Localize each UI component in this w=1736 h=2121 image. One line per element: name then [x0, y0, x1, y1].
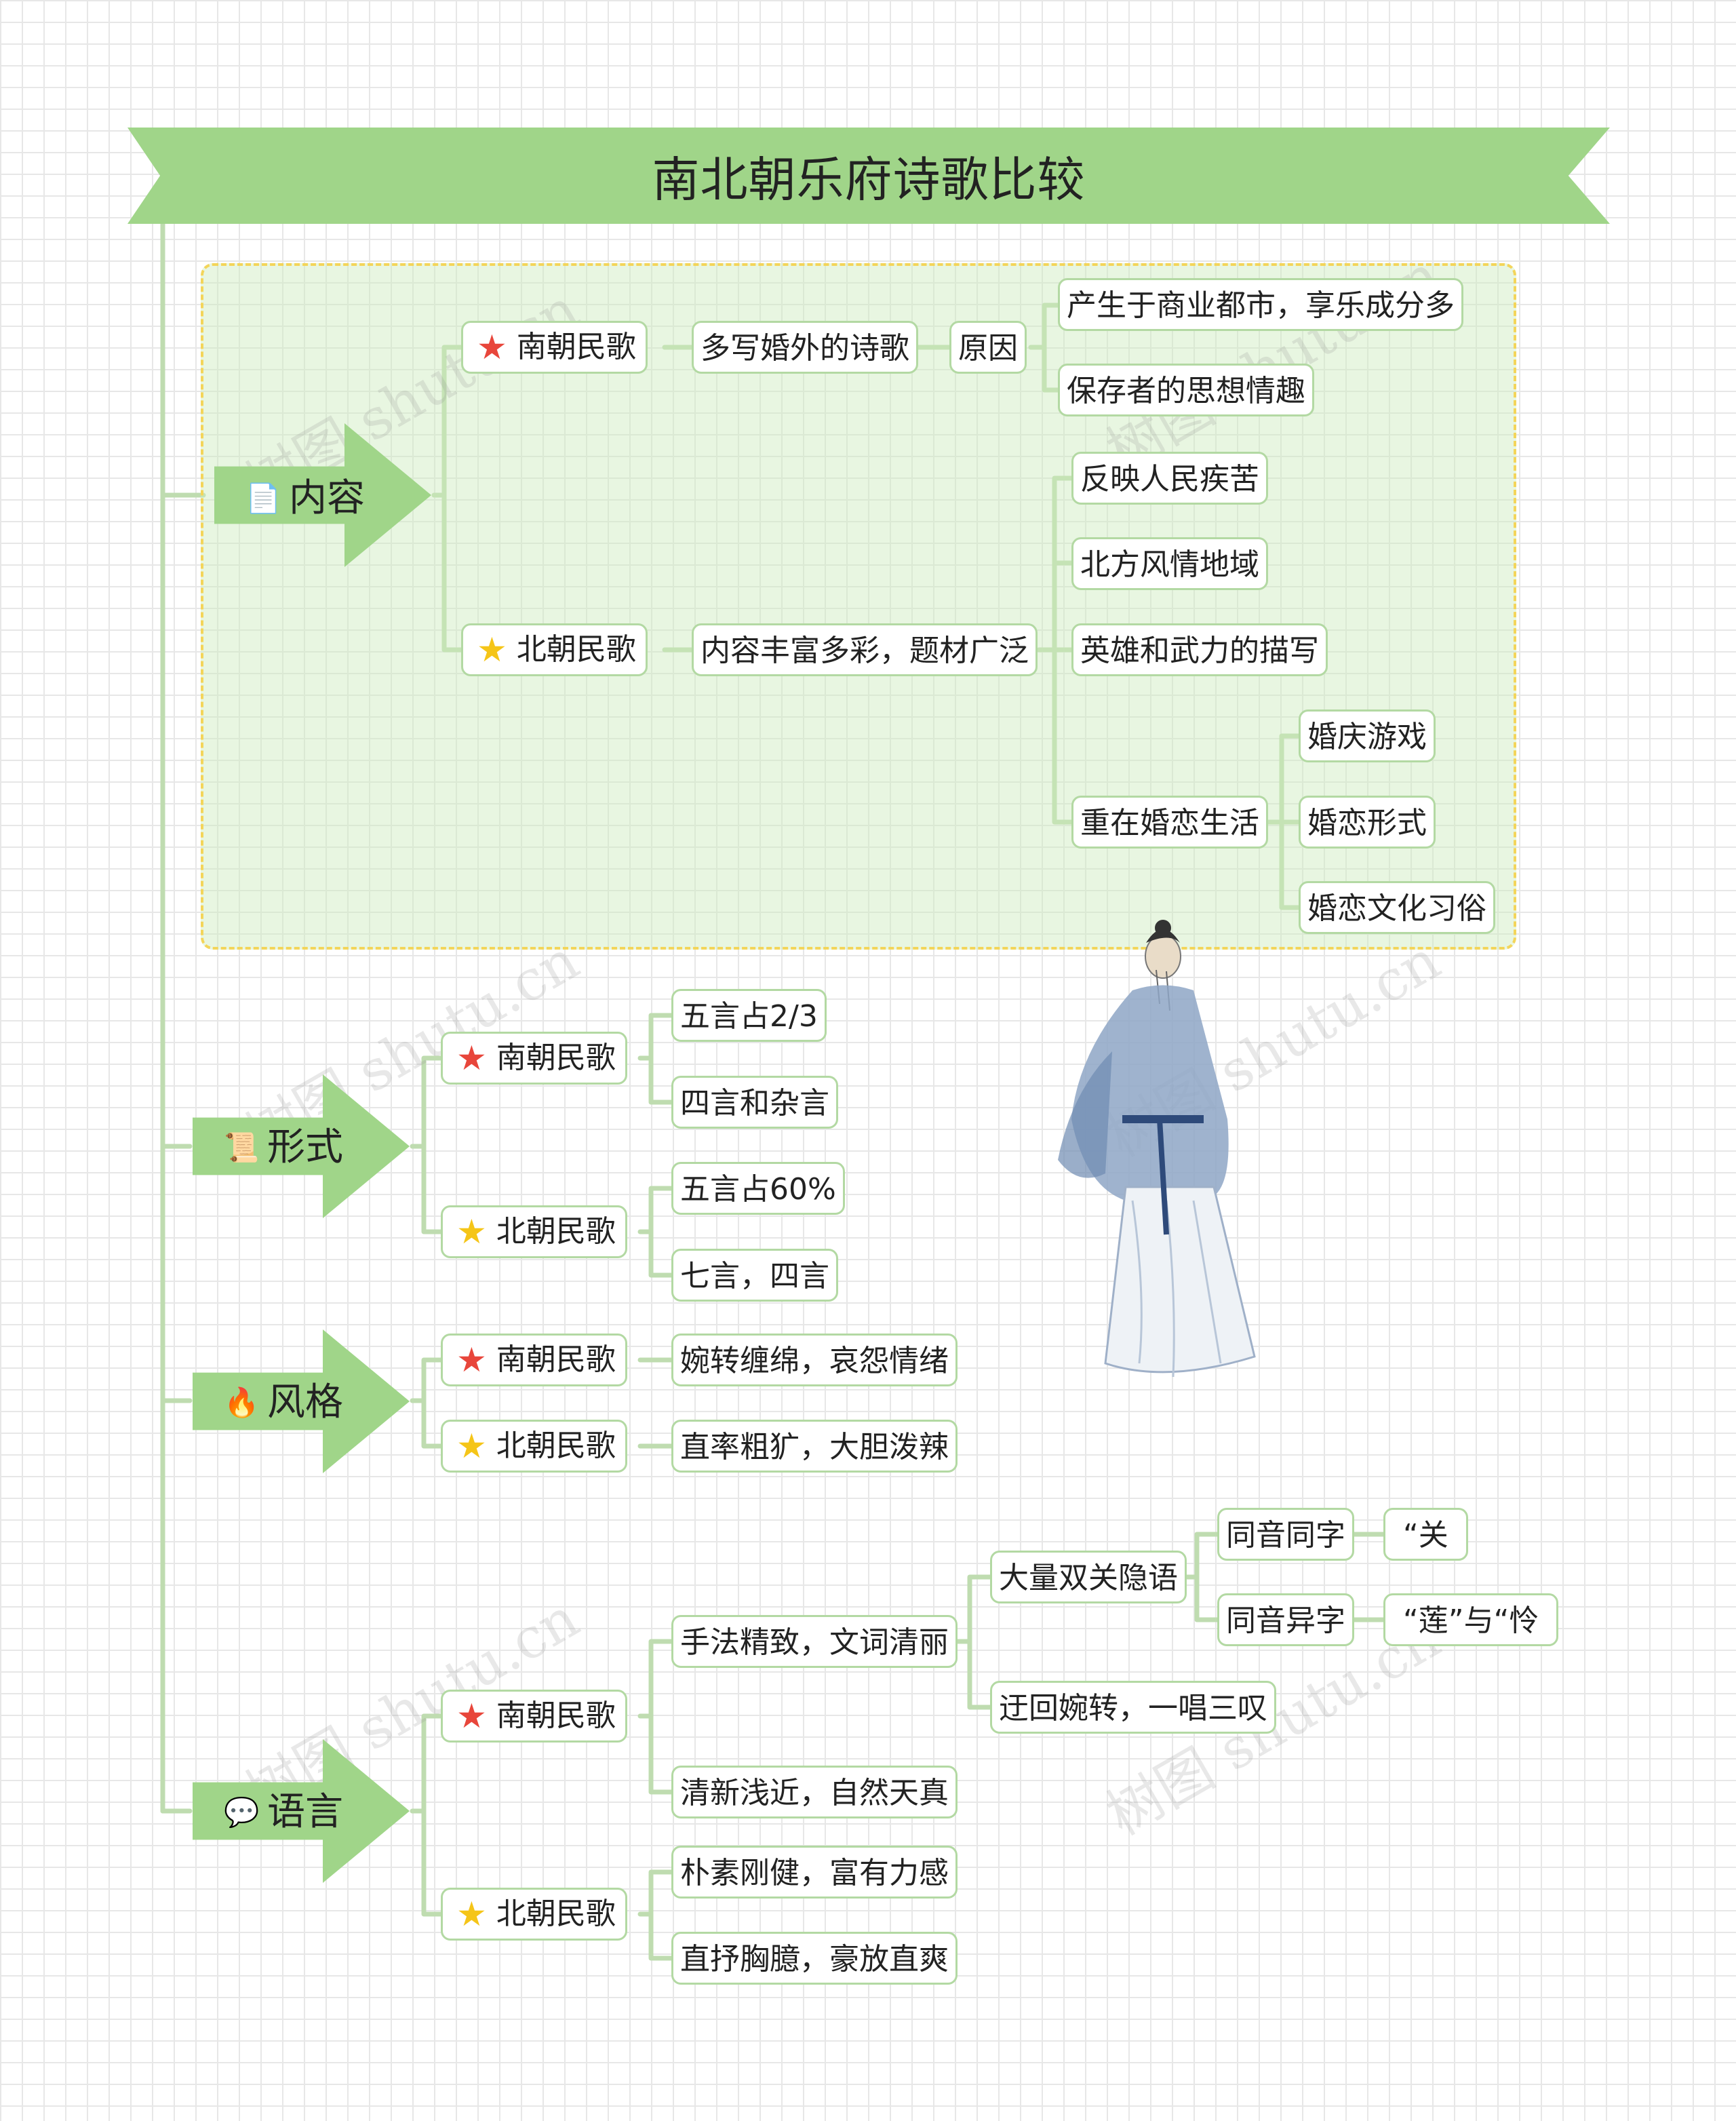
category-style[interactable]: 🔥 风格: [224, 1376, 343, 1430]
gold-star-icon: ★: [456, 1212, 487, 1251]
category-label: 语言: [267, 1790, 343, 1834]
form-north-node[interactable]: ★ 北朝民歌: [441, 1205, 627, 1258]
node-label: 北朝民歌: [516, 632, 636, 667]
node-label: 北朝民歌: [496, 1214, 616, 1249]
language-same-char[interactable]: 同音同字: [1217, 1508, 1354, 1561]
red-star-icon: ★: [456, 1038, 487, 1078]
scholar-figure-illustration: [1058, 920, 1256, 1378]
content-south-reason-item[interactable]: 保存者的思想情趣: [1058, 364, 1314, 416]
content-love-item[interactable]: 婚恋形式: [1299, 796, 1436, 849]
fire-icon: 🔥: [224, 1386, 260, 1419]
language-south-detail[interactable]: 清新浅近，自然天真: [671, 1766, 958, 1818]
content-north-item[interactable]: 反映人民疾苦: [1071, 452, 1268, 505]
content-north-item[interactable]: 英雄和武力的描写: [1071, 623, 1328, 676]
node-label: 北朝民歌: [496, 1896, 616, 1931]
content-north-item[interactable]: 重在婚恋生活: [1071, 796, 1268, 849]
category-content[interactable]: 📄 内容: [245, 471, 365, 526]
page-title: 南北朝乐府诗歌比较: [652, 151, 1086, 208]
node-label: 南朝民歌: [496, 1040, 616, 1075]
language-same-char-example[interactable]: “关: [1383, 1508, 1468, 1561]
form-north-item[interactable]: 七言，四言: [671, 1249, 838, 1302]
category-language[interactable]: 💬 语言: [224, 1785, 343, 1840]
category-label: 形式: [267, 1125, 343, 1169]
language-diff-char[interactable]: 同音异字: [1217, 1593, 1354, 1646]
content-south-detail[interactable]: 多写婚外的诗歌: [692, 321, 918, 374]
language-north-item[interactable]: 直抒胸臆，豪放直爽: [671, 1932, 958, 1985]
form-south-item[interactable]: 五言占2/3: [671, 989, 827, 1042]
node-label: 南朝民歌: [496, 1698, 616, 1733]
content-love-item[interactable]: 婚恋文化习俗: [1299, 881, 1495, 934]
category-label: 风格: [267, 1380, 343, 1424]
node-label: 南朝民歌: [516, 330, 636, 364]
language-north-item[interactable]: 朴素刚健，富有力感: [671, 1846, 958, 1899]
content-love-item[interactable]: 婚庆游戏: [1299, 709, 1436, 762]
node-label: 北朝民歌: [496, 1428, 616, 1463]
content-north-detail[interactable]: 内容丰富多彩，题材广泛: [692, 623, 1038, 676]
notepad-icon: 📄: [245, 482, 281, 515]
style-north-node[interactable]: ★ 北朝民歌: [441, 1420, 627, 1473]
form-north-item[interactable]: 五言占60%: [671, 1162, 845, 1215]
red-star-icon: ★: [456, 1340, 487, 1380]
title-banner: 南北朝乐府诗歌比较: [127, 128, 1610, 224]
content-north-node[interactable]: ★ 北朝民歌: [461, 623, 648, 676]
content-south-reason[interactable]: 原因: [949, 321, 1027, 374]
form-south-node[interactable]: ★ 南朝民歌: [441, 1032, 627, 1085]
content-north-item[interactable]: 北方风情地域: [1071, 537, 1268, 590]
red-star-icon: ★: [456, 1696, 487, 1736]
language-pun-node[interactable]: 大量双关隐语: [990, 1551, 1187, 1603]
scroll-icon: 📜: [224, 1131, 260, 1164]
gold-star-icon: ★: [456, 1894, 487, 1934]
language-winding-node[interactable]: 迂回婉转，一唱三叹: [990, 1681, 1276, 1734]
style-south-detail[interactable]: 婉转缠绵，哀怨情绪: [671, 1334, 958, 1386]
red-star-icon: ★: [477, 328, 507, 367]
gold-star-icon: ★: [456, 1426, 487, 1466]
content-south-reason-item[interactable]: 产生于商业都市，享乐成分多: [1058, 278, 1463, 331]
gold-star-icon: ★: [477, 630, 507, 669]
category-form[interactable]: 📜 形式: [224, 1121, 343, 1175]
category-label: 内容: [289, 476, 365, 520]
language-south-detail[interactable]: 手法精致，文词清丽: [671, 1615, 958, 1668]
language-north-node[interactable]: ★ 北朝民歌: [441, 1888, 627, 1941]
chat-bubble-icon: 💬: [224, 1795, 260, 1829]
style-south-node[interactable]: ★ 南朝民歌: [441, 1334, 627, 1386]
style-north-detail[interactable]: 直率粗犷，大胆泼辣: [671, 1420, 958, 1473]
language-diff-char-example[interactable]: “莲”与“怜: [1383, 1593, 1559, 1646]
form-south-item[interactable]: 四言和杂言: [671, 1076, 838, 1129]
language-south-node[interactable]: ★ 南朝民歌: [441, 1690, 627, 1743]
node-label: 南朝民歌: [496, 1342, 616, 1377]
content-south-node[interactable]: ★ 南朝民歌: [461, 321, 648, 374]
